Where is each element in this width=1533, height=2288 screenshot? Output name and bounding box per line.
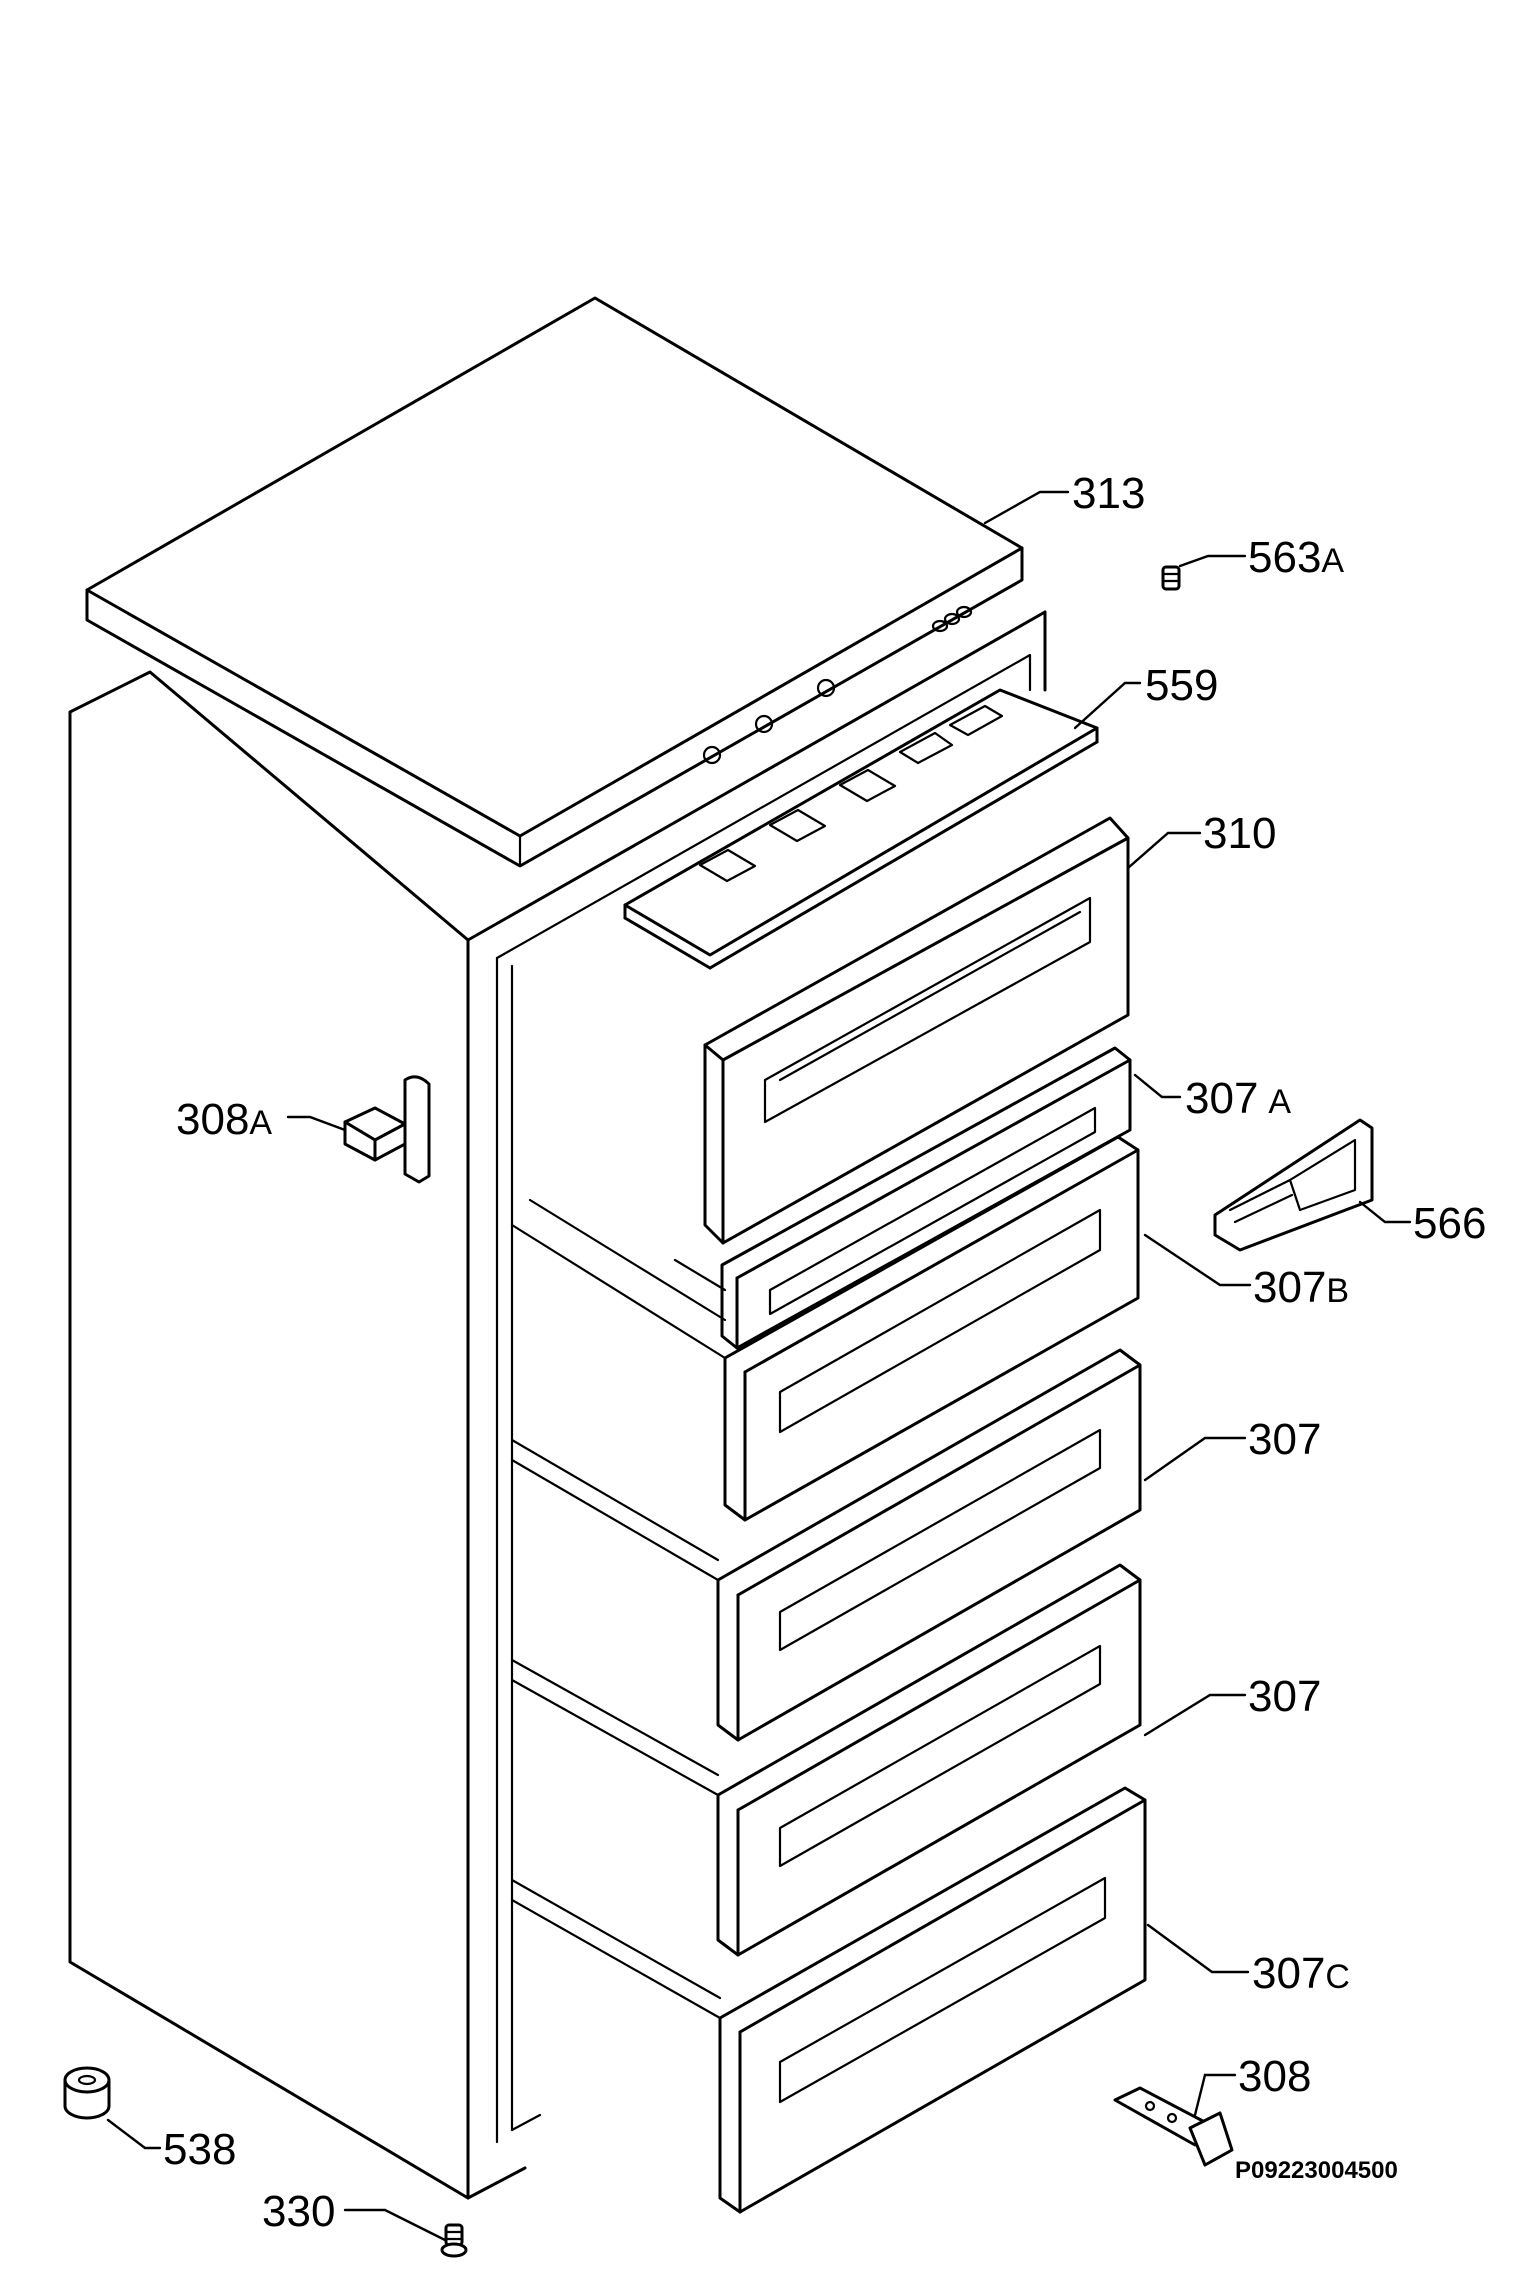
bracket-308-icon (1113, 2086, 1234, 2167)
foot-538-icon (63, 2066, 111, 2120)
handle-566-icon (1213, 1118, 1374, 1252)
label-563a: 563A (1248, 533, 1344, 582)
cabinet-body (68, 610, 1047, 2200)
label-308: 308 (1238, 2052, 1311, 2101)
drawer-310 (703, 816, 1130, 1245)
label-313: 313 (1072, 469, 1145, 518)
label-559: 559 (1145, 661, 1218, 710)
knob-icon (816, 678, 836, 698)
knob-icon (702, 745, 722, 765)
drawer-307a (720, 1046, 1132, 1350)
label-307b: 307B (1253, 1263, 1349, 1312)
leader-lines (106, 490, 1412, 2242)
label-308a: 308A (176, 1095, 272, 1144)
indicator-lights-icon (931, 605, 973, 633)
label-307-middle: 307 (1248, 1672, 1321, 1721)
hinge-308a-icon (343, 1075, 431, 1184)
label-566: 566 (1413, 1199, 1486, 1248)
drawer-307b (510, 1135, 1140, 1522)
label-330: 330 (262, 2187, 335, 2236)
screw-330-icon (440, 2223, 468, 2258)
screw-563a-icon (1161, 565, 1181, 591)
label-307c: 307C (1252, 1949, 1350, 1998)
label-307-upper: 307 (1248, 1415, 1321, 1464)
drawer-307-middle (510, 1563, 1142, 1957)
drawer-307c (510, 1786, 1147, 2214)
label-538: 538 (163, 2125, 236, 2174)
control-panel (623, 688, 1099, 970)
drawer-307-upper (510, 1348, 1142, 1742)
top-cover (85, 296, 1024, 868)
drawing-code: P09223004500 (1235, 2157, 1398, 2184)
label-310: 310 (1203, 809, 1276, 858)
knob-icon (754, 714, 774, 734)
